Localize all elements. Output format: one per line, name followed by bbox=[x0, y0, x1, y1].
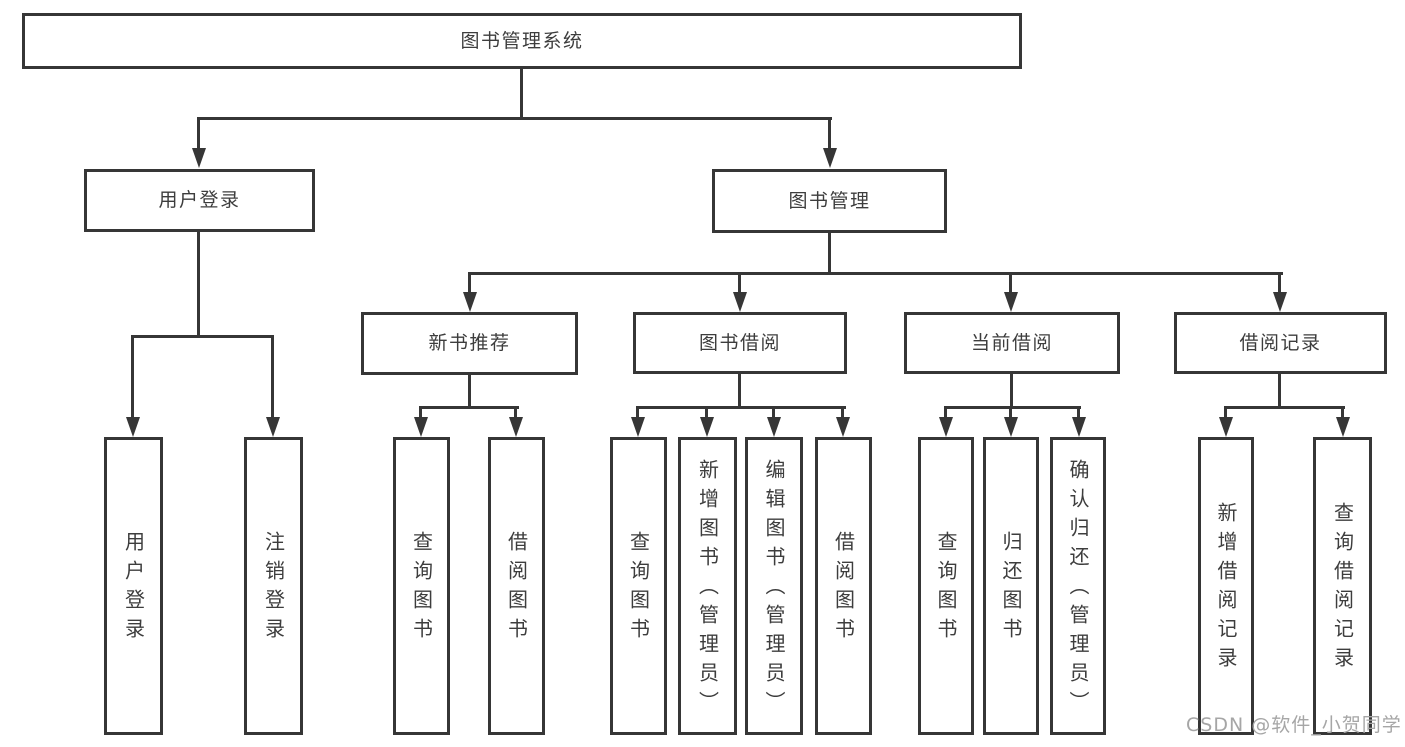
connector-line bbox=[944, 406, 947, 418]
node-label: 当前借阅 bbox=[970, 331, 1053, 354]
arrowhead-down-icon bbox=[836, 417, 850, 437]
node-label: 确认归还（管理员） bbox=[1066, 458, 1090, 720]
node-label: 借阅图书 bbox=[831, 531, 856, 647]
leaf-br-query-record: 查询借阅记录 bbox=[1313, 437, 1372, 735]
leaf-cb-query-books: 查询图书 bbox=[918, 437, 974, 735]
connector-line bbox=[419, 406, 519, 409]
arrowhead-down-icon bbox=[631, 417, 645, 437]
leaf-user-login: 用户登录 bbox=[104, 437, 163, 735]
node-label: 查询借阅记录 bbox=[1330, 502, 1355, 676]
arrowhead-down-icon bbox=[1004, 292, 1018, 312]
arrowhead-down-icon bbox=[1336, 417, 1350, 437]
node-label: 图书借阅 bbox=[698, 331, 781, 354]
node-label: 编辑图书（管理员） bbox=[762, 458, 786, 720]
arrowhead-down-icon bbox=[509, 417, 523, 437]
connector-line bbox=[1224, 406, 1345, 409]
leaf-bb-borrow-books: 借阅图书 bbox=[815, 437, 872, 735]
connector-line bbox=[636, 406, 639, 418]
arrowhead-down-icon bbox=[1219, 417, 1233, 437]
leaf-logout: 注销登录 bbox=[244, 437, 303, 735]
connector-line bbox=[772, 406, 775, 418]
connector-line bbox=[468, 272, 471, 293]
connector-line bbox=[419, 406, 422, 418]
node-label: 归还图书 bbox=[999, 531, 1023, 647]
connector-line bbox=[738, 374, 741, 408]
node-current-borrow: 当前借阅 bbox=[904, 312, 1120, 374]
node-library-management-system: 图书管理系统 bbox=[22, 13, 1022, 69]
connector-line bbox=[131, 335, 134, 418]
connector-line bbox=[1009, 272, 1012, 293]
arrowhead-down-icon bbox=[266, 417, 280, 437]
connector-line bbox=[1278, 374, 1281, 408]
connector-line bbox=[1009, 406, 1012, 418]
connector-line bbox=[197, 232, 200, 337]
node-label: 新书推荐 bbox=[428, 332, 511, 355]
node-book-management: 图书管理 bbox=[712, 169, 947, 233]
node-label: 查询图书 bbox=[626, 531, 651, 647]
connector-line bbox=[1224, 406, 1227, 418]
arrowhead-down-icon bbox=[463, 292, 477, 312]
connector-line bbox=[197, 117, 200, 151]
connector-line bbox=[468, 272, 1283, 275]
connector-line bbox=[520, 69, 523, 118]
arrowhead-down-icon bbox=[939, 417, 953, 437]
arrowhead-down-icon bbox=[414, 417, 428, 437]
arrowhead-down-icon bbox=[1072, 417, 1086, 437]
leaf-cb-return-books: 归还图书 bbox=[983, 437, 1039, 735]
arrowhead-down-icon bbox=[700, 417, 714, 437]
node-label: 新增借阅记录 bbox=[1214, 502, 1238, 676]
connector-line bbox=[514, 406, 517, 418]
node-borrow-records: 借阅记录 bbox=[1174, 312, 1387, 374]
connector-line bbox=[468, 375, 471, 408]
node-label: 用户登录 bbox=[121, 531, 146, 647]
connector-line bbox=[131, 335, 274, 338]
connector-line bbox=[1341, 406, 1344, 418]
connector-line bbox=[271, 335, 274, 418]
arrowhead-down-icon bbox=[126, 417, 140, 437]
node-label: 查询图书 bbox=[409, 531, 434, 647]
connector-line bbox=[828, 117, 831, 151]
arrowhead-down-icon bbox=[1004, 417, 1018, 437]
connector-line bbox=[197, 117, 832, 120]
node-label: 图书管理系统 bbox=[460, 29, 584, 52]
connector-line bbox=[1278, 272, 1281, 293]
leaf-nbr-borrow-books: 借阅图书 bbox=[488, 437, 545, 735]
node-label: 借阅图书 bbox=[504, 531, 529, 647]
leaf-bb-add-books-admin: 新增图书（管理员） bbox=[678, 437, 737, 735]
connector-line bbox=[841, 406, 844, 418]
arrowhead-down-icon bbox=[733, 292, 747, 312]
arrowhead-down-icon bbox=[192, 148, 206, 168]
node-label: 借阅记录 bbox=[1239, 331, 1322, 354]
node-label: 查询图书 bbox=[934, 531, 958, 647]
connector-line bbox=[1010, 374, 1013, 408]
node-label: 图书管理 bbox=[788, 189, 871, 212]
connector-line bbox=[1077, 406, 1080, 418]
node-book-borrow: 图书借阅 bbox=[633, 312, 847, 374]
leaf-bb-query-books: 查询图书 bbox=[610, 437, 667, 735]
node-label: 注销登录 bbox=[261, 531, 286, 647]
leaf-bb-edit-books-admin: 编辑图书（管理员） bbox=[745, 437, 803, 735]
leaf-nbr-query-books: 查询图书 bbox=[393, 437, 450, 735]
connector-line bbox=[738, 272, 741, 293]
arrowhead-down-icon bbox=[823, 148, 837, 168]
arrowhead-down-icon bbox=[1273, 292, 1287, 312]
node-user-login: 用户登录 bbox=[84, 169, 315, 232]
connector-line bbox=[705, 406, 708, 418]
node-label: 用户登录 bbox=[158, 189, 241, 212]
leaf-cb-confirm-return-admin: 确认归还（管理员） bbox=[1050, 437, 1106, 735]
arrowhead-down-icon bbox=[767, 417, 781, 437]
node-new-book-recommend: 新书推荐 bbox=[361, 312, 578, 375]
connector-line bbox=[828, 233, 831, 274]
leaf-br-add-record: 新增借阅记录 bbox=[1198, 437, 1254, 735]
csdn-watermark: CSDN @软件_小贺同学 bbox=[1186, 714, 1402, 736]
connector-line bbox=[944, 406, 1081, 409]
node-label: 新增图书（管理员） bbox=[695, 458, 720, 720]
connector-line bbox=[636, 406, 846, 409]
